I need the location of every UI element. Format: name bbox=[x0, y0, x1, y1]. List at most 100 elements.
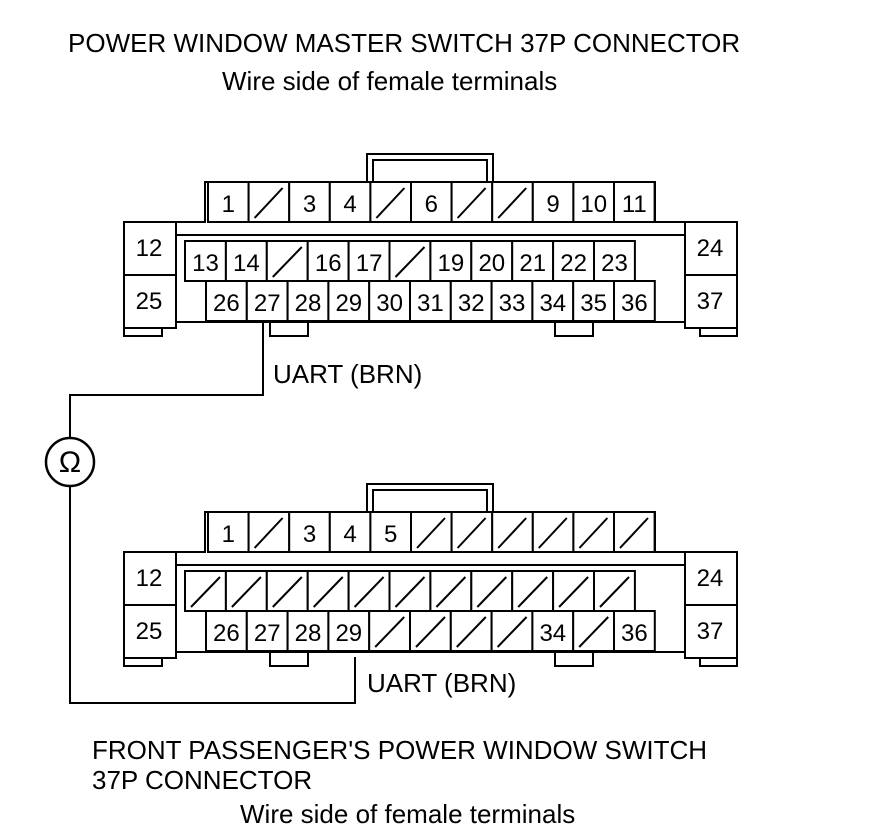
unused-terminal-slash bbox=[394, 576, 426, 608]
terminal-number: 4 bbox=[343, 521, 356, 548]
terminal-number: 1 bbox=[222, 191, 235, 218]
terminal-cell bbox=[572, 181, 616, 223]
terminal-number: 29 bbox=[335, 290, 362, 317]
terminal-number: 34 bbox=[539, 620, 566, 647]
unused-terminal-slash bbox=[253, 187, 284, 219]
terminal-cell bbox=[327, 280, 371, 322]
terminal-number: 26 bbox=[213, 620, 240, 647]
unused-terminal-slash bbox=[272, 246, 303, 278]
terminal-number: 23 bbox=[601, 250, 628, 277]
unused-terminal-slash bbox=[456, 517, 487, 549]
terminal-number: 35 bbox=[580, 290, 607, 317]
terminal-number: 13 bbox=[192, 250, 219, 277]
terminal-number: 27 bbox=[254, 620, 281, 647]
terminal-number: 17 bbox=[356, 250, 383, 277]
terminal-cell bbox=[288, 511, 331, 553]
terminal-cell bbox=[613, 181, 656, 223]
terminal-number: 3 bbox=[303, 191, 316, 218]
terminal-cell bbox=[286, 280, 330, 322]
side-terminal-number: 12 bbox=[136, 565, 163, 592]
unused-terminal-slash bbox=[599, 576, 630, 608]
side-terminal-cell bbox=[123, 274, 177, 329]
terminal-number: 29 bbox=[335, 620, 362, 647]
unused-terminal-slash bbox=[558, 576, 589, 608]
side-terminal-number: 25 bbox=[136, 618, 163, 645]
ohmmeter-icon bbox=[44, 436, 96, 488]
side-terminal-number: 37 bbox=[697, 618, 724, 645]
side-terminal-cell bbox=[123, 604, 177, 659]
terminal-number: 33 bbox=[499, 290, 526, 317]
unused-terminal-slash bbox=[496, 616, 528, 648]
unused-terminal-slash bbox=[578, 616, 609, 648]
terminal-cell bbox=[368, 280, 412, 322]
terminal-cell bbox=[531, 610, 575, 652]
housing-tab bbox=[554, 321, 594, 337]
terminal-number: 32 bbox=[458, 290, 485, 317]
terminal-cell bbox=[245, 610, 289, 652]
top-uart-wire bbox=[69, 320, 264, 438]
unused-terminal-slash bbox=[435, 576, 467, 608]
terminal-cell bbox=[409, 280, 452, 322]
unused-terminal-slash bbox=[375, 187, 406, 219]
bottom-connector-title-line1: FRONT PASSENGER'S POWER WINDOW SWITCH bbox=[92, 735, 707, 765]
unused-terminal-slash bbox=[253, 517, 284, 549]
terminal-number: 16 bbox=[315, 250, 342, 277]
terminal-cell bbox=[449, 280, 493, 322]
bottom-wire-label: UART (BRN) bbox=[367, 668, 516, 698]
terminal-cell bbox=[207, 511, 250, 553]
terminal-number: 27 bbox=[254, 290, 281, 317]
terminal-number: 4 bbox=[343, 191, 356, 218]
bottom-connector-subtitle: Wire side of female terminals bbox=[240, 799, 575, 829]
terminal-number: 9 bbox=[546, 191, 559, 218]
side-terminal-cell bbox=[123, 221, 177, 276]
terminal-cell bbox=[369, 511, 412, 553]
terminal-number: 36 bbox=[621, 290, 648, 317]
terminal-number: 28 bbox=[295, 620, 322, 647]
unused-terminal-slash bbox=[190, 576, 221, 608]
terminal-cell bbox=[531, 280, 575, 322]
terminal-cell bbox=[207, 181, 250, 223]
unused-terminal-slash bbox=[416, 517, 446, 549]
terminal-number: 31 bbox=[417, 290, 444, 317]
unused-terminal-slash bbox=[231, 576, 262, 608]
terminal-number: 34 bbox=[539, 290, 566, 317]
side-terminal-cell bbox=[684, 604, 738, 659]
terminal-cell bbox=[429, 240, 473, 282]
unused-terminal-slash bbox=[578, 517, 609, 549]
housing-tab bbox=[269, 321, 309, 337]
terminal-cell bbox=[613, 280, 656, 322]
terminal-cell bbox=[286, 610, 330, 652]
terminal-number: 10 bbox=[580, 191, 607, 218]
unused-terminal-slash bbox=[394, 246, 426, 278]
terminal-number: 20 bbox=[478, 250, 505, 277]
terminal-number: 3 bbox=[303, 521, 316, 548]
terminal-cell bbox=[531, 181, 575, 223]
unused-terminal-slash bbox=[456, 616, 487, 648]
latch-inner bbox=[372, 159, 488, 185]
unused-terminal-slash bbox=[353, 576, 385, 608]
terminal-number: 26 bbox=[213, 290, 240, 317]
unused-terminal-slash bbox=[497, 517, 527, 549]
terminal-number: 6 bbox=[425, 191, 438, 218]
terminal-number: 30 bbox=[376, 290, 403, 317]
side-terminal-cell bbox=[684, 274, 738, 329]
unused-terminal-slash bbox=[619, 517, 649, 549]
unused-terminal-slash bbox=[374, 616, 405, 648]
terminal-cell bbox=[613, 610, 656, 652]
top-connector-title: POWER WINDOW MASTER SWITCH 37P CONNECTOR bbox=[68, 28, 740, 58]
unused-terminal-slash bbox=[538, 517, 568, 549]
unused-terminal-slash bbox=[497, 187, 527, 219]
side-terminal-number: 24 bbox=[697, 565, 724, 592]
terminal-number: 1 bbox=[222, 521, 235, 548]
terminal-number: 28 bbox=[295, 290, 322, 317]
terminal-cell bbox=[328, 181, 372, 223]
terminal-cell bbox=[593, 240, 636, 282]
bottom-uart-wire bbox=[69, 486, 356, 704]
unused-terminal-slash bbox=[415, 616, 446, 648]
side-terminal-cell bbox=[123, 551, 177, 606]
unused-terminal-slash bbox=[476, 576, 508, 608]
terminal-cell bbox=[572, 280, 616, 322]
top-wire-label: UART (BRN) bbox=[273, 359, 422, 389]
